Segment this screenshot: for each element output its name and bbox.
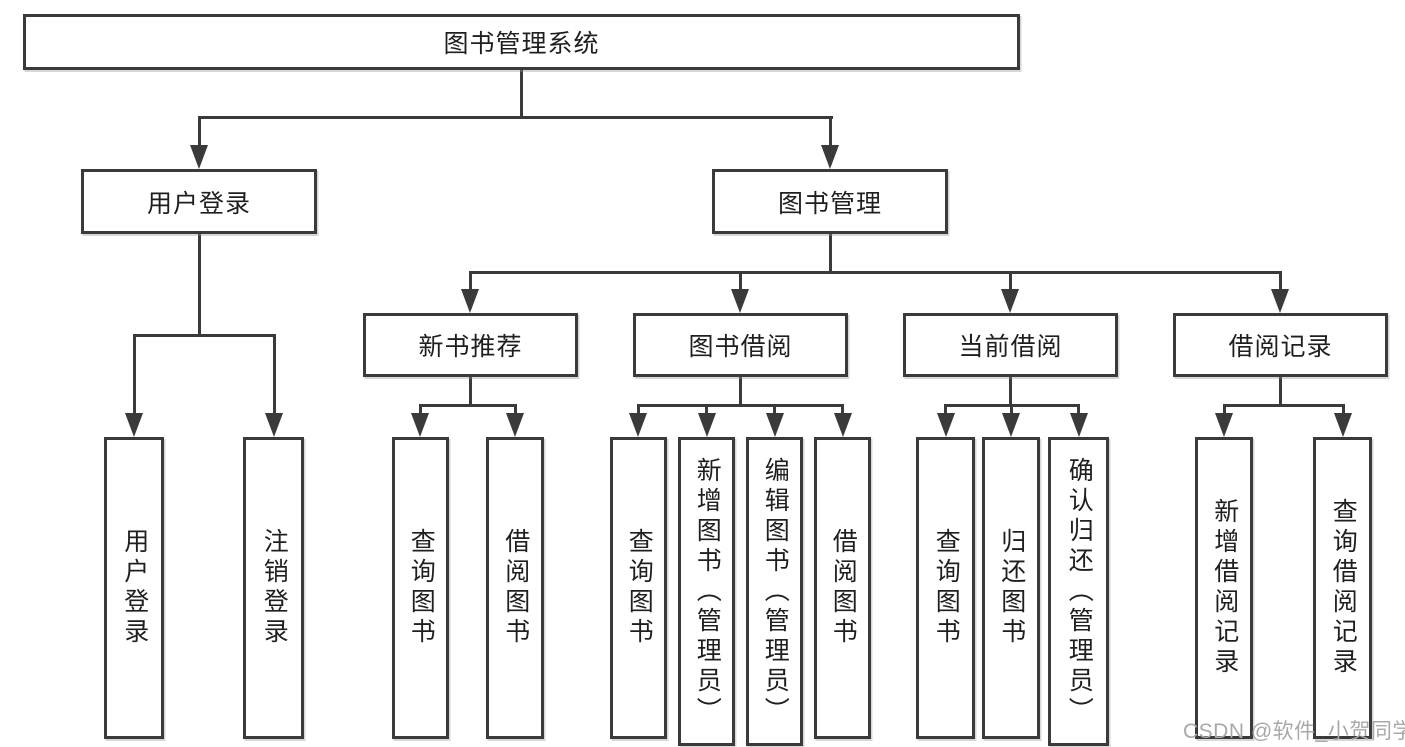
node-book-management: 图书管理 — [712, 169, 948, 234]
node-leaf-edit-books-admin: 编辑图书（管理员） — [746, 437, 803, 746]
arrow-down-icon — [506, 413, 524, 437]
arrow-down-icon — [821, 145, 839, 169]
arrow-down-icon — [731, 289, 749, 313]
arrow-down-icon — [1215, 413, 1233, 437]
connector-line — [772, 403, 776, 416]
connector-line — [132, 333, 136, 416]
node-current-borrowing: 当前借阅 — [903, 313, 1118, 377]
node-label: 新书推荐 — [418, 333, 523, 361]
node-leaf-logout: 注销登录 — [243, 437, 304, 739]
node-borrowing-records: 借阅记录 — [1173, 313, 1388, 377]
node-label: 图书管理 — [777, 189, 882, 218]
node-label: 归还图书 — [997, 528, 1026, 648]
connector-line — [418, 403, 517, 407]
node-label: 查询图书 — [625, 528, 654, 648]
connector-line — [828, 115, 832, 149]
node-book-borrowing: 图书借阅 — [633, 313, 848, 377]
watermark: CSDN @软件_小贺同学 — [1183, 720, 1405, 743]
node-leaf-add-borrow-record: 新增借阅记录 — [1195, 437, 1253, 739]
node-label: 借阅记录 — [1228, 333, 1333, 361]
connector-line — [1008, 376, 1012, 407]
arrow-down-icon — [1002, 413, 1020, 437]
node-leaf-user-login: 用户登录 — [104, 437, 164, 739]
connector-line — [704, 403, 708, 416]
node-label: 新增借阅记录 — [1210, 498, 1239, 678]
node-leaf-confirm-return-admin: 确认归还（管理员） — [1048, 437, 1109, 746]
arrow-down-icon — [698, 413, 716, 437]
node-leaf-borrow-books-recommend: 借阅图书 — [486, 437, 544, 739]
connector-line — [1341, 403, 1345, 416]
node-label: 用户登录 — [146, 189, 251, 218]
node-label: 新增图书（管理员） — [693, 456, 722, 727]
arrow-down-icon — [461, 289, 479, 313]
connector-line — [132, 333, 276, 337]
connector-line — [943, 403, 947, 416]
node-leaf-borrow-books: 借阅图书 — [814, 437, 871, 739]
connector-line — [513, 403, 517, 416]
arrow-down-icon — [125, 413, 143, 437]
node-leaf-add-books-admin: 新增图书（管理员） — [678, 437, 735, 746]
connector-line — [197, 115, 201, 149]
arrow-down-icon — [190, 145, 208, 169]
connector-line — [1222, 403, 1345, 407]
node-label: 注销登录 — [260, 528, 289, 648]
connector-line — [272, 333, 276, 416]
node-library-management-system: 图书管理系统 — [23, 14, 1020, 70]
connector-line — [1009, 403, 1013, 416]
connector-line — [636, 403, 844, 407]
arrow-down-icon — [937, 413, 955, 437]
node-user-login: 用户登录 — [81, 169, 317, 234]
node-label: 查询图书 — [407, 528, 436, 648]
arrow-down-icon — [766, 413, 784, 437]
arrow-down-icon — [629, 413, 647, 437]
node-leaf-return-books: 归还图书 — [982, 437, 1040, 739]
node-leaf-query-books-current: 查询图书 — [916, 437, 975, 739]
node-leaf-query-books-recommend: 查询图书 — [392, 437, 449, 739]
node-label: 图书管理系统 — [443, 30, 600, 58]
connector-line — [468, 270, 1282, 274]
node-label: 借阅图书 — [829, 528, 858, 648]
node-leaf-query-borrow-record: 查询借阅记录 — [1313, 437, 1372, 739]
arrow-down-icon — [1001, 289, 1019, 313]
node-label: 查询借阅记录 — [1329, 498, 1358, 678]
node-new-book-recommend: 新书推荐 — [363, 313, 578, 377]
connector-line — [1008, 270, 1012, 293]
node-label: 确认归还（管理员） — [1065, 456, 1094, 727]
arrow-down-icon — [1334, 413, 1352, 437]
connector-line — [1222, 403, 1226, 416]
node-label: 编辑图书（管理员） — [761, 456, 790, 727]
node-leaf-query-books-borrowing: 查询图书 — [610, 437, 667, 739]
connector-line — [828, 234, 832, 274]
connector-line — [418, 403, 422, 416]
connector-line — [840, 403, 844, 416]
node-label: 查询图书 — [932, 528, 961, 648]
node-label: 图书借阅 — [688, 333, 793, 361]
node-label: 借阅图书 — [501, 528, 530, 648]
connector-line — [468, 376, 472, 407]
arrow-down-icon — [834, 413, 852, 437]
arrow-down-icon — [1271, 289, 1289, 313]
connector-line — [197, 115, 833, 119]
connector-line — [1076, 403, 1080, 416]
arrow-down-icon — [265, 413, 283, 437]
node-label: 当前借阅 — [958, 333, 1063, 361]
connector-line — [636, 403, 640, 416]
connector-line — [1278, 376, 1282, 407]
connector-line — [1278, 270, 1282, 293]
connector-line — [197, 234, 201, 337]
connector-line — [519, 70, 523, 119]
connector-line — [738, 376, 742, 407]
connector-line — [738, 270, 742, 293]
arrow-down-icon — [411, 413, 429, 437]
arrow-down-icon — [1070, 413, 1088, 437]
node-label: 用户登录 — [120, 528, 149, 648]
connector-line — [468, 270, 472, 293]
